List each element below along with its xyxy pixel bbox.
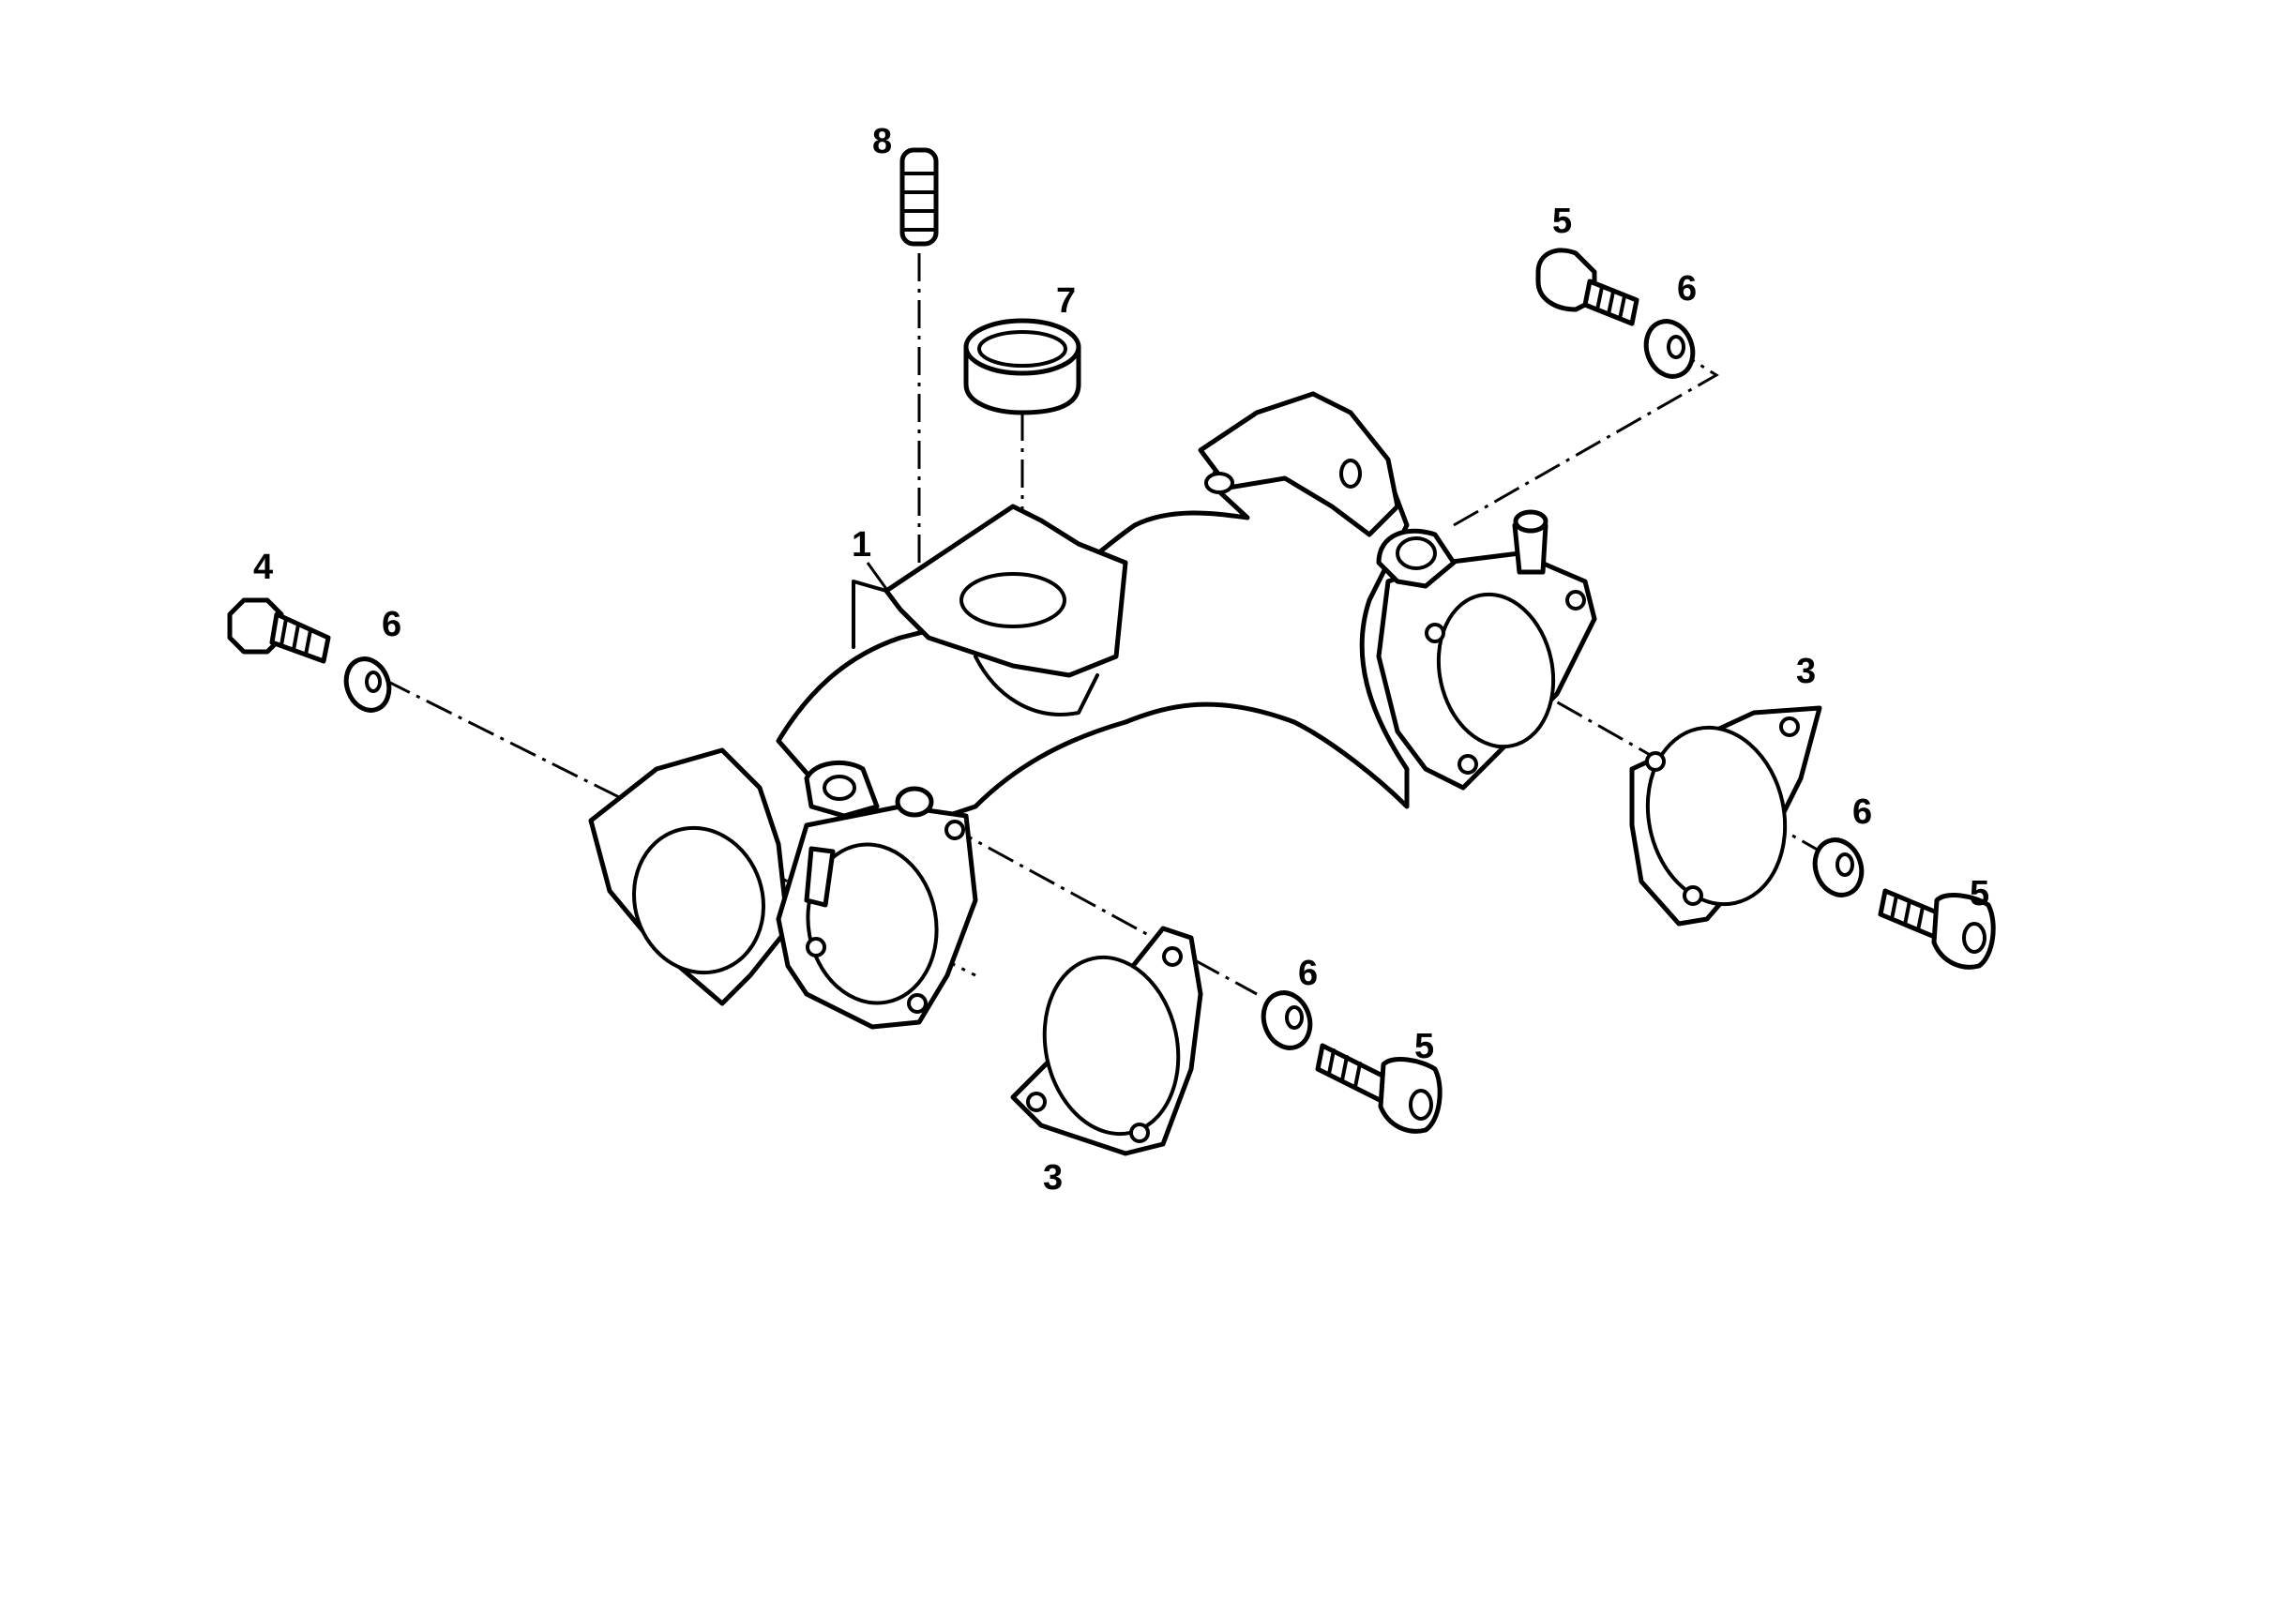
callout-housing: 1 xyxy=(852,525,871,565)
washer-right xyxy=(1812,837,1865,897)
hex-bolt xyxy=(227,597,331,664)
callout-washer-front: 6 xyxy=(1298,954,1318,993)
callout-washer-right: 6 xyxy=(1852,792,1872,832)
washer-left xyxy=(343,656,392,713)
gasket-right xyxy=(1629,705,1822,927)
callout-stud: 8 xyxy=(872,122,892,161)
callout-bolt-right: 5 xyxy=(1970,874,1989,913)
callout-gasket-front: 3 xyxy=(1043,1158,1063,1198)
washer-top-right xyxy=(1643,319,1696,379)
threaded-stud xyxy=(899,147,939,247)
gasket-front xyxy=(1010,926,1203,1156)
callout-leaders xyxy=(866,562,888,590)
cap-screw-front xyxy=(1315,1043,1443,1134)
cap-screw-top-right xyxy=(1535,248,1639,326)
callout-cap: 7 xyxy=(1056,281,1076,321)
callout-washer-left: 6 xyxy=(382,605,401,644)
cap-plug xyxy=(963,318,1081,415)
callout-labels: 8 7 1 4 6 5 6 3 6 5 6 5 3 xyxy=(253,122,1989,1198)
callout-bolt-front: 5 xyxy=(1414,1027,1434,1066)
manifold-housing xyxy=(588,391,1597,1030)
washer-front xyxy=(1261,990,1313,1050)
callout-gasket-right: 3 xyxy=(1796,652,1816,691)
callout-bolt-hex: 4 xyxy=(253,548,273,587)
callout-bolt-top-right: 5 xyxy=(1552,202,1572,241)
callout-washer-top-right: 6 xyxy=(1677,269,1697,309)
cap-screw-right xyxy=(1878,888,1996,970)
